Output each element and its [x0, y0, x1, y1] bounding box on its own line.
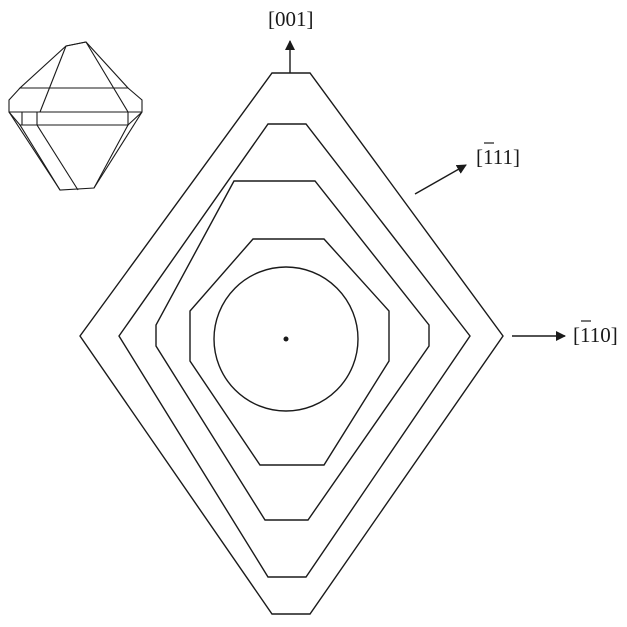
growth-core-circle	[213, 266, 359, 412]
center-dot	[283, 336, 289, 342]
label-110: [110]	[573, 323, 618, 347]
label-001: [001]	[268, 7, 314, 31]
arrow-111	[414, 164, 467, 195]
growth-outline-2	[118, 123, 471, 578]
growth-outline-1	[79, 72, 504, 615]
label-110-digits: 110	[580, 323, 611, 347]
growth-outline-3	[155, 180, 430, 521]
octahedral-crystal-icon	[8, 41, 143, 191]
label-001-digits: 001	[275, 7, 307, 31]
label-111: [111]	[476, 145, 520, 169]
growth-outline-4	[189, 238, 390, 466]
label-111-digits: 111	[483, 145, 513, 169]
